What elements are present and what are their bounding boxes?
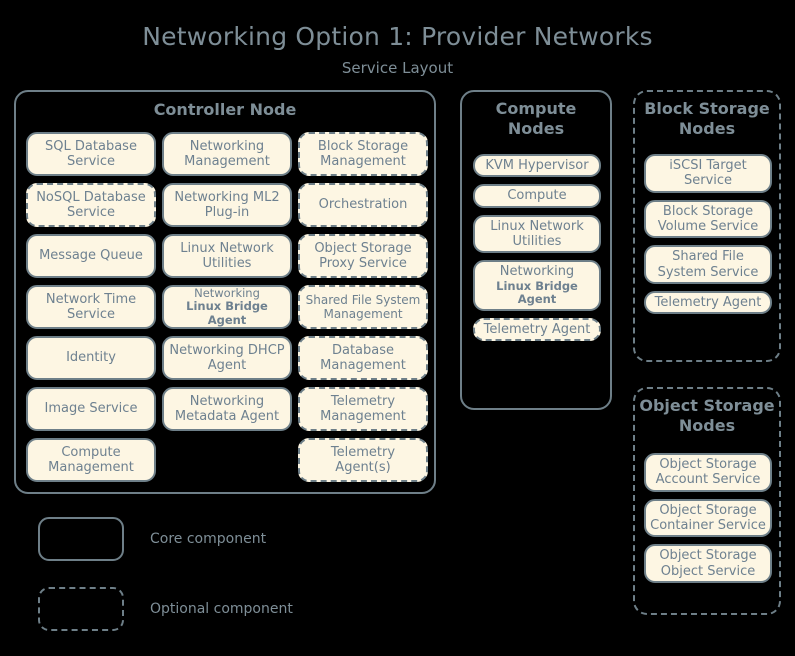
service-label: Block Storage Management <box>317 138 409 169</box>
service-label: Orchestration <box>318 197 408 213</box>
service-box[interactable]: Network Time Service <box>26 285 156 329</box>
service-label: Telemetry Management <box>320 393 406 424</box>
service-box[interactable]: Shared File System Service <box>644 245 772 284</box>
service-label: Networking Metadata Agent <box>174 393 280 424</box>
service-box[interactable]: Image Service <box>26 387 156 431</box>
service-label: Shared File System Management <box>305 292 421 321</box>
service-label: Linux Network Utilities <box>490 218 584 249</box>
service-label: SQL Database Service <box>45 138 137 169</box>
service-label: Networking Management <box>184 138 270 169</box>
service-label: Network Time Service <box>45 291 137 322</box>
service-box[interactable]: Networking Management <box>162 132 292 176</box>
service-box[interactable]: Database Management <box>298 336 428 380</box>
group-block-storage-nodes: Block Storage Nodes iSCSI Target Service… <box>633 90 781 362</box>
service-label: Shared File System Service <box>657 249 759 280</box>
service-box[interactable]: Shared File System Management <box>298 285 428 329</box>
service-box[interactable]: Telemetry Agent <box>473 317 601 342</box>
service-box[interactable]: Linux Network Utilities <box>162 234 292 278</box>
service-label: Block Storage Volume Service <box>657 203 759 234</box>
grid-cell-empty <box>162 438 292 482</box>
service-box[interactable]: Object Storage Container Service <box>644 498 772 538</box>
service-label: Compute <box>507 188 567 204</box>
service-box[interactable]: Networking Metadata Agent <box>162 387 292 431</box>
group-title-block-storage-nodes: Block Storage Nodes <box>644 99 770 138</box>
service-box[interactable]: Compute <box>473 184 601 208</box>
service-box[interactable]: Identity <box>26 336 156 380</box>
service-box[interactable]: iSCSI Target Service <box>644 154 772 193</box>
service-box[interactable]: Object Storage Object Service <box>644 544 772 583</box>
service-box[interactable]: Networking ML2 Plug-in <box>162 183 292 227</box>
service-label: Object Storage Proxy Service <box>314 240 412 271</box>
service-label: Compute Management <box>48 444 134 475</box>
service-label: Database Management <box>320 342 406 373</box>
service-box[interactable]: Orchestration <box>298 183 428 227</box>
page-subtitle: Service Layout <box>341 59 454 77</box>
legend-label: Core component <box>150 531 267 547</box>
service-label: Networking <box>499 264 575 280</box>
service-box[interactable]: Linux Network Utilities <box>473 214 601 254</box>
service-label: Image Service <box>44 401 138 417</box>
legend-label: Optional component <box>150 601 293 617</box>
service-label: Identity <box>66 350 116 366</box>
service-label: NoSQL Database Service <box>36 189 146 220</box>
service-box[interactable]: NoSQL Database Service <box>26 183 156 227</box>
service-box[interactable]: Block Storage Management <box>298 132 428 176</box>
service-box[interactable]: Telemetry Management <box>298 387 428 431</box>
service-box[interactable]: Object Storage Proxy Service <box>298 234 428 278</box>
service-box[interactable]: Networking DHCP Agent <box>162 336 292 380</box>
service-label: Object Storage Account Service <box>655 457 761 488</box>
service-label: KVM Hypervisor <box>485 158 589 173</box>
service-sublabel: Linux Bridge Agent <box>496 278 578 307</box>
service-box[interactable]: Compute Management <box>26 438 156 482</box>
service-label: Networking <box>194 285 260 300</box>
service-box[interactable]: KVM Hypervisor <box>473 154 601 178</box>
group-title-compute-nodes: Compute Nodes <box>495 99 577 138</box>
service-label: Telemetry Agent(s) <box>330 444 396 475</box>
service-box[interactable]: Object Storage Account Service <box>644 453 772 492</box>
legend-item: Core component <box>38 516 378 562</box>
service-box[interactable]: Telemetry Agent <box>644 290 772 315</box>
service-label: Telemetry Agent <box>654 294 762 310</box>
group-title-controller-node: Controller Node <box>153 100 297 119</box>
legend-item: Optional component <box>38 586 378 632</box>
service-box[interactable]: SQL Database Service <box>26 132 156 176</box>
service-label: Telemetry Agent <box>483 321 591 337</box>
legend-swatch-core <box>38 517 124 561</box>
group-title-object-storage-nodes: Object Storage Nodes <box>639 396 775 435</box>
page-title: Networking Option 1: Provider Networks <box>142 22 653 51</box>
controller-node-service-grid: SQL Database Service Networking Managemen… <box>26 132 428 482</box>
service-label: Networking DHCP Agent <box>169 342 285 373</box>
legend-swatch-optional <box>38 587 124 631</box>
service-sublabel: Linux Bridge Agent <box>186 299 268 327</box>
service-label: iSCSI Target Service <box>669 158 747 189</box>
service-label: Object Storage Object Service <box>659 548 757 579</box>
group-object-storage-nodes: Object Storage Nodes Object Storage Acco… <box>633 387 781 615</box>
service-box[interactable]: Telemetry Agent(s) <box>298 438 428 482</box>
service-box[interactable]: Message Queue <box>26 234 156 278</box>
service-label: Linux Network Utilities <box>180 240 274 271</box>
service-label: Message Queue <box>39 248 143 264</box>
service-label: Networking ML2 Plug-in <box>174 189 280 220</box>
service-box[interactable]: Block Storage Volume Service <box>644 199 772 239</box>
service-label: Object Storage Container Service <box>650 502 766 533</box>
